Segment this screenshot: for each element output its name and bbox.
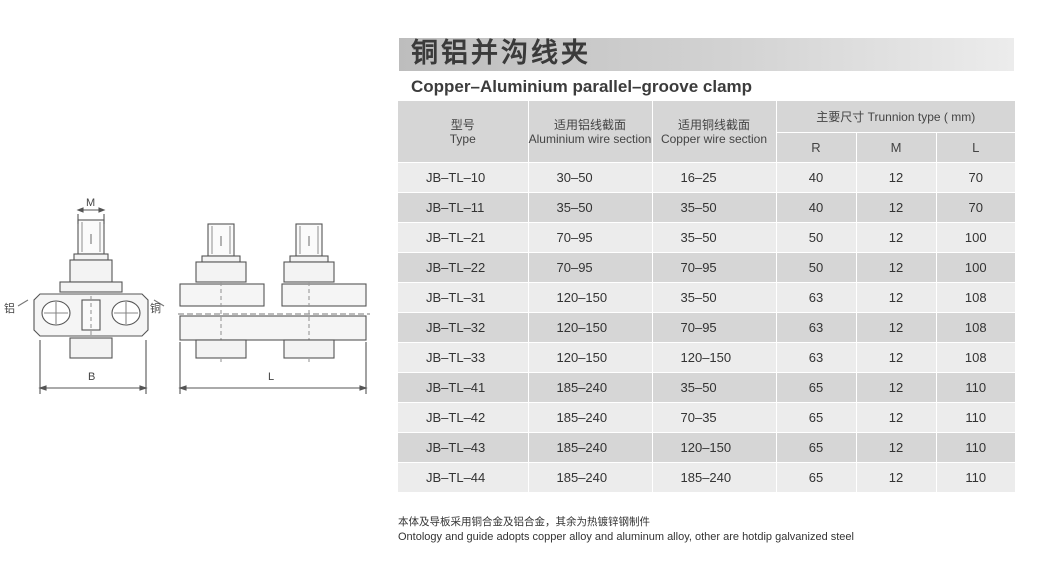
cell-al: 70–95 xyxy=(528,222,653,253)
cell-type: JB–TL–21 xyxy=(398,222,529,253)
cell-m: 12 xyxy=(856,462,937,492)
cell-cu: 70–35 xyxy=(652,402,777,433)
cell-l: 70 xyxy=(936,192,1015,223)
title-bar xyxy=(399,38,1014,71)
cell-l: 108 xyxy=(936,282,1015,313)
cell-type: JB–TL–32 xyxy=(398,312,529,343)
clamp-front-view xyxy=(178,223,370,394)
cell-type: JB–TL–43 xyxy=(398,432,529,463)
cell-m: 12 xyxy=(856,252,937,283)
cell-r: 40 xyxy=(776,192,857,223)
cell-al: 185–240 xyxy=(528,372,653,403)
cell-l: 110 xyxy=(936,432,1015,463)
page-title-chinese: 铜铝并沟线夹 xyxy=(411,38,591,69)
cell-r: 50 xyxy=(776,222,857,253)
cell-l: 100 xyxy=(936,222,1015,253)
header-r: R xyxy=(776,132,857,163)
cell-al: 70–95 xyxy=(528,252,653,283)
cell-al: 35–50 xyxy=(528,192,653,223)
cell-l: 110 xyxy=(936,402,1015,433)
cell-cu: 35–50 xyxy=(652,222,777,253)
cell-al: 30–50 xyxy=(528,162,653,193)
cell-l: 110 xyxy=(936,372,1015,403)
cell-r: 65 xyxy=(776,462,857,492)
clamp-side-view xyxy=(17,207,165,394)
cell-m: 12 xyxy=(856,402,937,433)
cell-l: 70 xyxy=(936,162,1015,193)
cell-type: JB–TL–44 xyxy=(398,462,529,492)
cell-l: 110 xyxy=(936,462,1015,492)
cell-type: JB–TL–41 xyxy=(398,372,529,403)
header-aluminium-section: 适用铝线截面 Aluminium wire section xyxy=(528,101,653,163)
cell-cu: 185–240 xyxy=(652,462,777,492)
cell-m: 12 xyxy=(856,162,937,193)
header-dimensions: 主要尺寸 Trunnion type ( mm) xyxy=(776,101,1015,133)
cell-al: 120–150 xyxy=(528,282,653,313)
cell-al: 185–240 xyxy=(528,432,653,463)
cell-type: JB–TL–11 xyxy=(398,192,529,223)
cell-r: 63 xyxy=(776,312,857,343)
cell-cu: 120–150 xyxy=(652,342,777,373)
cell-r: 50 xyxy=(776,252,857,283)
cell-cu: 70–95 xyxy=(652,252,777,283)
cell-r: 40 xyxy=(776,162,857,193)
cell-type: JB–TL–33 xyxy=(398,342,529,373)
page-title-english: Copper–Aluminium parallel–groove clamp xyxy=(411,77,753,96)
spec-table: 型号 Type 适用铝线截面 Aluminium wire section 适用… xyxy=(398,101,1015,492)
clamp-technical-drawing xyxy=(17,207,370,394)
header-type: 型号 Type xyxy=(398,101,529,163)
cell-r: 65 xyxy=(776,432,857,463)
dimension-label-m: M xyxy=(86,197,96,209)
cell-m: 12 xyxy=(856,342,937,373)
cell-al: 185–240 xyxy=(528,462,653,492)
cell-type: JB–TL–10 xyxy=(398,162,529,193)
dimension-label-b: B xyxy=(88,371,96,383)
cell-cu: 35–50 xyxy=(652,192,777,223)
cell-al: 185–240 xyxy=(528,402,653,433)
cell-m: 12 xyxy=(856,222,937,253)
header-m: M xyxy=(856,132,937,163)
cell-al: 120–150 xyxy=(528,312,653,343)
cell-r: 65 xyxy=(776,372,857,403)
cell-l: 108 xyxy=(936,342,1015,373)
cell-cu: 70–95 xyxy=(652,312,777,343)
cell-r: 63 xyxy=(776,342,857,373)
cell-al: 120–150 xyxy=(528,342,653,373)
note-chinese: 本体及导板采用铜合金及铝合金，其余为热镀锌钢制件 xyxy=(398,516,650,528)
cell-cu: 35–50 xyxy=(652,372,777,403)
cell-cu: 120–150 xyxy=(652,432,777,463)
header-copper-section: 适用铜线截面 Copper wire section xyxy=(652,101,777,163)
cell-cu: 35–50 xyxy=(652,282,777,313)
cell-m: 12 xyxy=(856,192,937,223)
cell-r: 65 xyxy=(776,402,857,433)
cell-type: JB–TL–31 xyxy=(398,282,529,313)
dimension-label-l: L xyxy=(268,371,275,383)
header-l: L xyxy=(936,132,1015,163)
cell-m: 12 xyxy=(856,372,937,403)
cell-cu: 16–25 xyxy=(652,162,777,193)
conductor-label-aluminium: 铝 xyxy=(4,302,15,315)
cell-m: 12 xyxy=(856,312,937,343)
cell-l: 108 xyxy=(936,312,1015,343)
note-english: Ontology and guide adopts copper alloy a… xyxy=(398,531,854,543)
cell-m: 12 xyxy=(856,432,937,463)
cell-l: 100 xyxy=(936,252,1015,283)
cell-m: 12 xyxy=(856,282,937,313)
cell-type: JB–TL–42 xyxy=(398,402,529,433)
cell-type: JB–TL–22 xyxy=(398,252,529,283)
conductor-label-copper: 铜 xyxy=(150,302,161,315)
cell-r: 63 xyxy=(776,282,857,313)
